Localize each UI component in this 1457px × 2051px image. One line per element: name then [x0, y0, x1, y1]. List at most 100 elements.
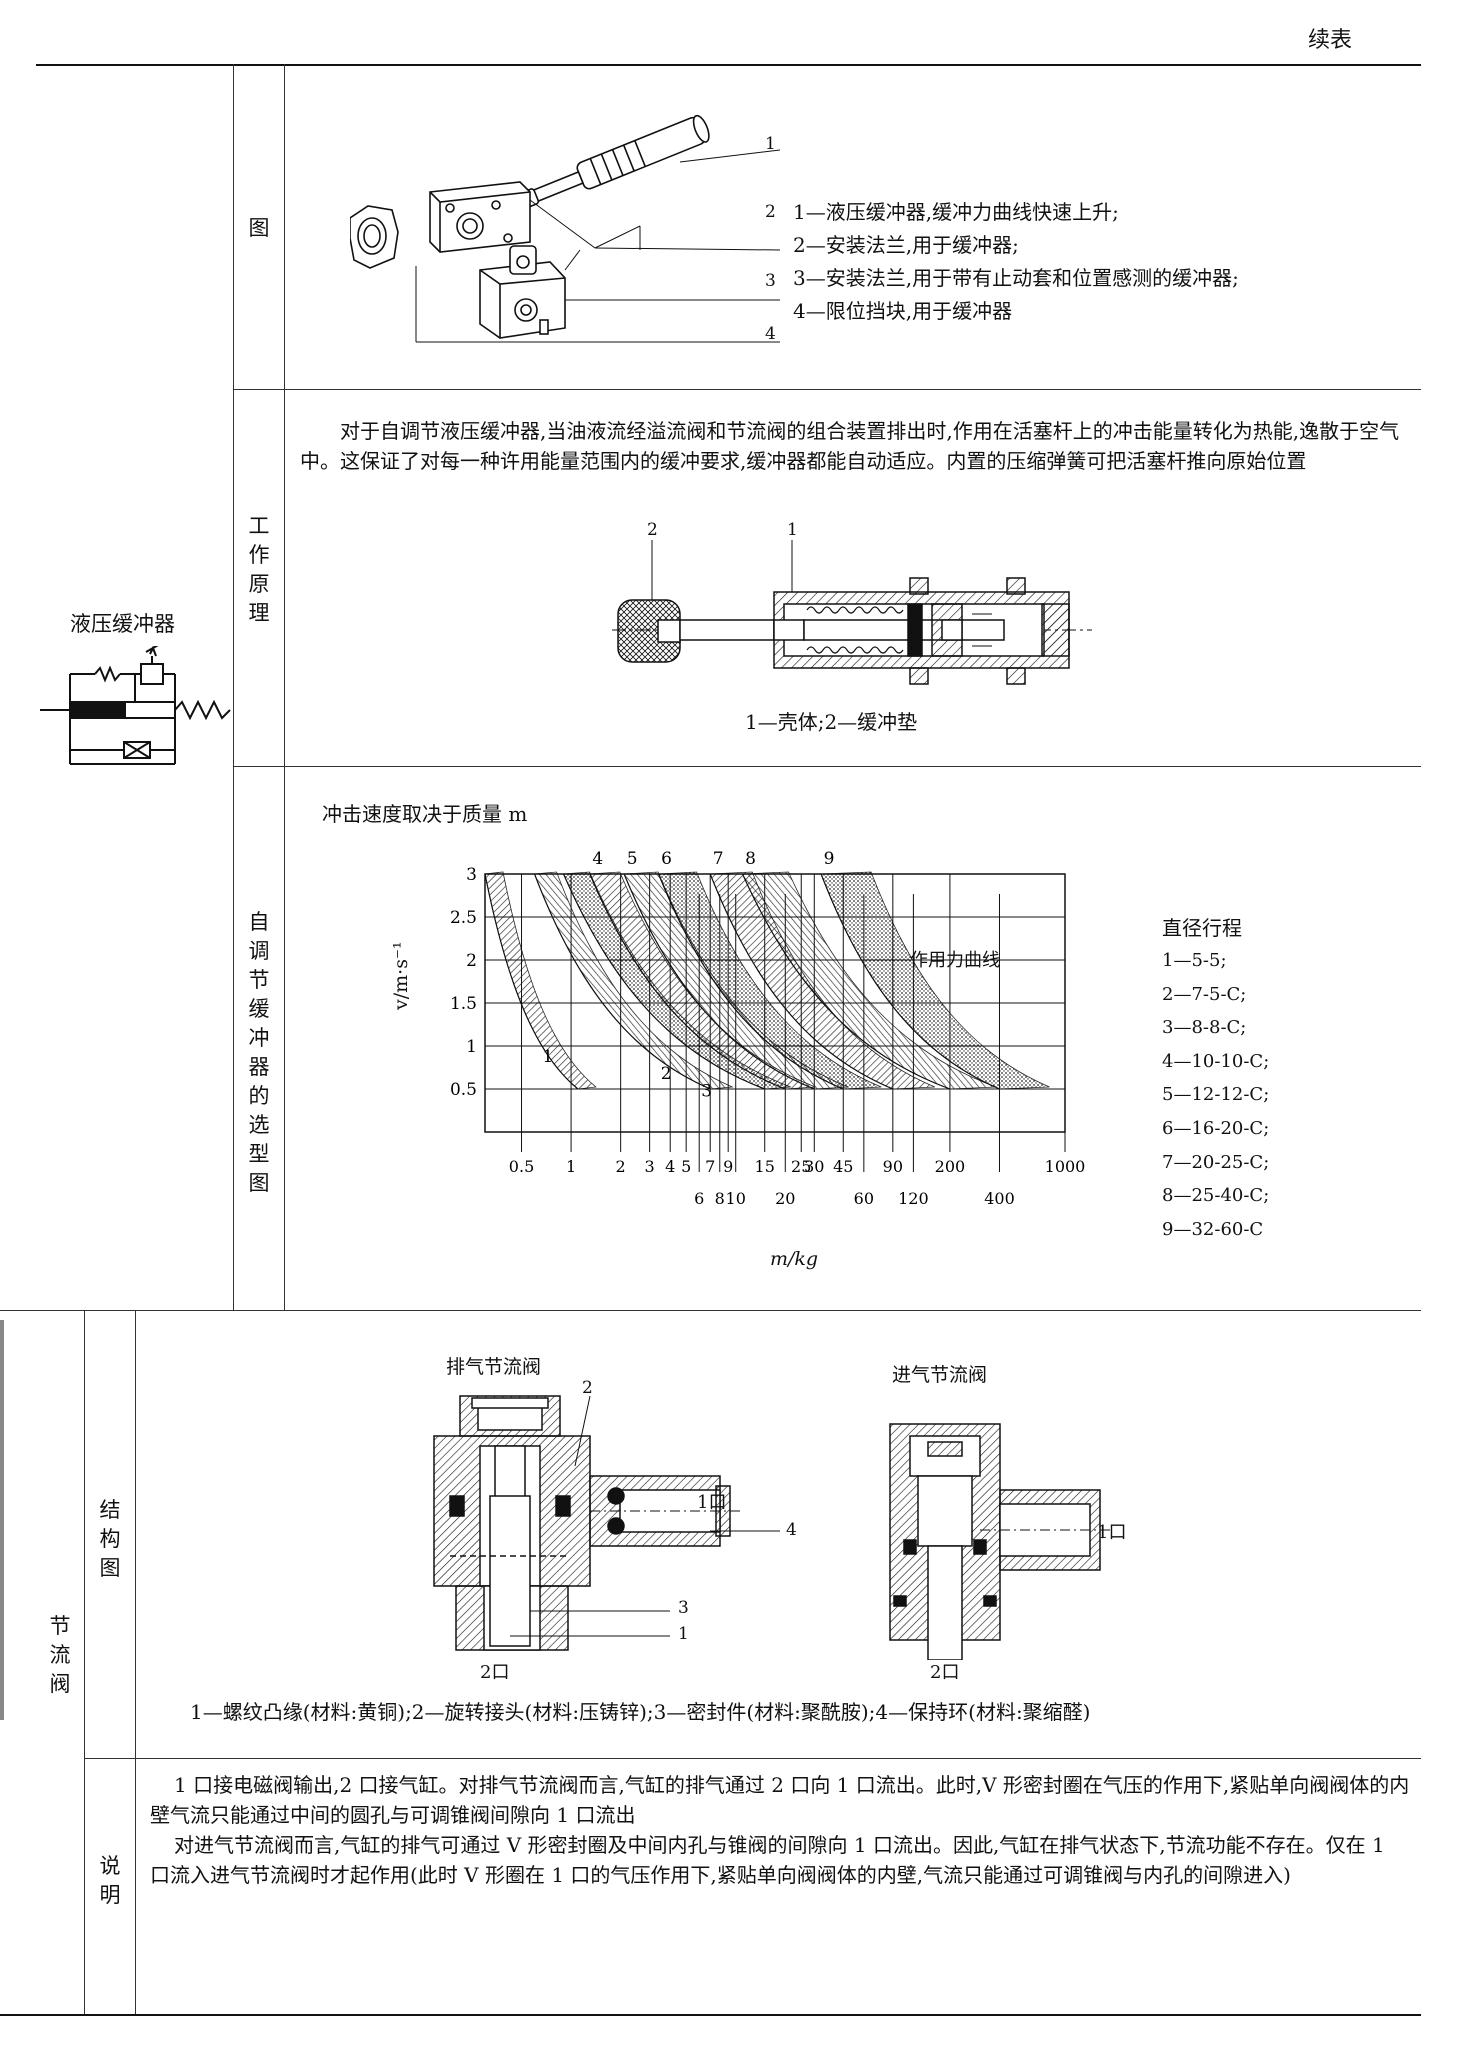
x-tick-label: 1000 [1045, 1157, 1086, 1176]
x-tick-label: 6 [694, 1189, 704, 1208]
force-curve-label: 作用力曲线 [910, 950, 1000, 971]
figure-legend-item: 4—限位挡块,用于缓冲器 [793, 299, 1013, 323]
series-curve-9 [820, 873, 1000, 1090]
row-label-throttle: 节流阀 [49, 1614, 71, 1696]
buffer-components-drawing [350, 114, 780, 343]
series-number-8: 8 [745, 849, 756, 869]
series-curve-1 [484, 873, 579, 1090]
series-curve-5 [623, 873, 815, 1090]
series-curve-2 [534, 873, 711, 1090]
x-tick-label: 25 [791, 1157, 811, 1176]
chart-legend-title: 直径行程 [1162, 916, 1242, 940]
x-tick-label: 8 [715, 1189, 725, 1208]
exhaust-port-2: 2口 [480, 1662, 510, 1683]
series-number-6: 6 [661, 849, 672, 869]
description-paragraph-1: 1 口接电磁阀输出,2 口接气缸。对排气节流阀而言,气缸的排气通过 2 口向 1… [150, 1773, 1410, 1827]
exhaust-callout-4: 4 [786, 1520, 797, 1540]
description-paragraph-2: 对进气节流阀而言,气缸的排气可通过 V 形密封圈及中间内孔与锥阀的间隙向 1 口… [150, 1833, 1385, 1887]
intake-valve-title: 进气节流阀 [892, 1364, 988, 1386]
chart-xlabel: m/kg [770, 1248, 819, 1270]
callout-1: 1 [765, 134, 776, 154]
chart-legend-item-1: 1—5-5; [1162, 950, 1227, 971]
row-label-selection: 自调节缓冲器的选型图 [248, 910, 270, 1195]
callout-2: 2 [765, 202, 776, 222]
series-number-4: 4 [592, 849, 603, 869]
buffer-section-drawing [612, 540, 1092, 685]
exhaust-callout-3: 3 [678, 1598, 689, 1618]
grid-v4 [135, 1310, 136, 2015]
continued-label: 续表 [1308, 28, 1353, 53]
principle-text: 对于自调节液压缓冲器,当油液流经溢流阀和节流阀的组合装置排出时,作用在活塞杆上的… [300, 419, 1400, 473]
principle-callout-2: 2 [647, 520, 658, 540]
chart-legend-item-8: 8—25-40-C; [1162, 1185, 1270, 1207]
x-tick-label: 4 [665, 1157, 675, 1176]
exhaust-port-1: 1口 [697, 1492, 727, 1513]
chart-title: 冲击速度取决于质量 m [322, 802, 528, 826]
intake-valve-drawing [889, 1423, 1110, 1660]
x-tick-label: 30 [804, 1157, 824, 1176]
series-number-9: 9 [824, 849, 835, 869]
row-label-figure: 图 [248, 216, 270, 240]
hydraulic-buffer-symbol [40, 646, 231, 765]
row-label-structure: 结构图 [99, 1498, 121, 1580]
x-tick-label: 90 [883, 1157, 903, 1176]
grid-h1 [233, 389, 1421, 390]
x-tick-label: 1 [566, 1157, 576, 1176]
y-tick-label: 1.5 [450, 994, 477, 1014]
x-tick-label: 120 [898, 1189, 929, 1208]
x-tick-label: 45 [833, 1157, 853, 1176]
chart-ylabel: v/m·s⁻¹ [390, 941, 412, 1010]
y-tick-label: 2 [466, 951, 477, 971]
figure-legend-item: 1—液压缓冲器,缓冲力曲线快速上升; [793, 200, 1119, 224]
principle-callout-1: 1 [787, 520, 798, 540]
grid-v2 [284, 64, 285, 1310]
x-tick-label: 15 [755, 1157, 775, 1176]
x-tick-label: 400 [984, 1189, 1015, 1208]
x-tick-label: 10 [726, 1189, 746, 1208]
figure-legend-item: 2—安装法兰,用于缓冲器; [793, 233, 1019, 257]
chart-legend-item-9: 9—32-60-C [1162, 1218, 1264, 1240]
series-curve-6 [658, 873, 844, 1090]
grid-v3 [84, 1310, 85, 2015]
x-tick-label: 2 [616, 1157, 626, 1176]
series-number-2: 2 [661, 1064, 672, 1084]
principle-caption: 1—壳体;2—缓冲垫 [745, 710, 918, 734]
figure-legend-item: 3—安装法兰,用于带有止动套和位置感测的缓冲器; [793, 266, 1239, 290]
bottom-rule [0, 2014, 1421, 2016]
series-curve-4 [589, 873, 786, 1090]
x-tick-label: 0.5 [509, 1157, 534, 1176]
page-edge-mark [0, 1320, 4, 1720]
chart-legend-item-3: 3—8-8-C; [1162, 1017, 1247, 1039]
grid-h3 [0, 1310, 1421, 1311]
row-label-hydraulic-buffer: 液压缓冲器 [70, 612, 175, 636]
row-label-description: 说明 [99, 1854, 121, 1907]
y-tick-label: 1 [466, 1037, 477, 1057]
x-tick-label: 5 [681, 1157, 691, 1176]
callout-4: 4 [765, 324, 776, 344]
structure-caption: 1—螺纹凸缘(材料:黄铜);2—旋转接头(材料:压铸锌);3—密封件(材料:聚酰… [190, 1700, 1091, 1724]
chart-legend-item-4: 4—10-10-C; [1162, 1050, 1270, 1072]
callout-3: 3 [765, 271, 776, 291]
grid-h4 [84, 1758, 1421, 1759]
series-number-7: 7 [713, 849, 724, 869]
chart-legend-item-5: 5—12-12-C; [1162, 1084, 1270, 1106]
figure-legend: 1—液压缓冲器,缓冲力曲线快速上升; 2—安装法兰,用于缓冲器; 3—安装法兰,… [793, 196, 1353, 328]
grid-h2 [233, 766, 1421, 767]
exhaust-valve-title: 排气节流阀 [446, 1356, 542, 1378]
x-tick-label: 3 [645, 1157, 655, 1176]
top-rule [36, 64, 1421, 66]
x-tick-label: 20 [775, 1189, 795, 1208]
exhaust-valve-drawing [433, 1395, 780, 1651]
series-number-3: 3 [701, 1081, 712, 1101]
shock-absorber-part [512, 114, 710, 212]
series-curve-3 [563, 873, 765, 1090]
x-tick-label: 9 [723, 1157, 733, 1176]
series-curve-8 [741, 873, 951, 1090]
chart-legend: 1—5-5; 2—7-5-C; 3—8-8-C; 4—10-10-C; 5—12… [1162, 944, 1269, 1246]
y-tick-label: 3 [466, 865, 477, 885]
row-label-principle: 工作原理 [248, 514, 270, 625]
exhaust-callout-1: 1 [678, 1624, 689, 1644]
x-tick-label: 200 [935, 1157, 966, 1176]
intake-port-2: 2口 [930, 1662, 960, 1683]
